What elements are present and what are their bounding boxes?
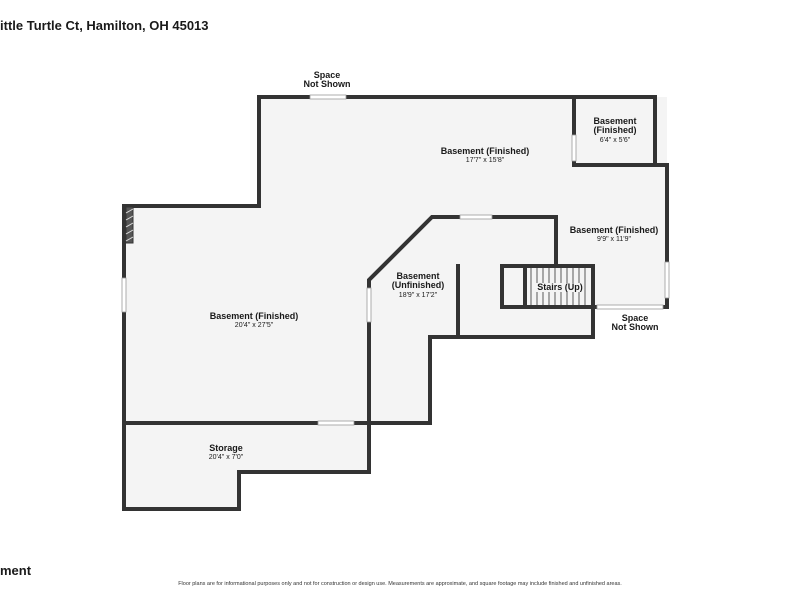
label-space-right: Space Not Shown [611, 313, 659, 333]
label-storage: Storage 20'4" x 7'0" [208, 443, 244, 462]
wall-small-room [572, 95, 657, 167]
opening-small-room [571, 134, 577, 162]
outer-wall [122, 95, 669, 511]
label-basement-left: Basement (Finished) 20'4" x 27'5" [209, 311, 299, 330]
label-basement-top: Basement (Finished) 17'7" x 15'8" [440, 146, 530, 165]
opening-unfinished-top [459, 214, 493, 220]
label-basement-right: Basement (Finished) 9'9" x 11'9" [569, 225, 659, 244]
label-basement-small: Basement (Finished) 6'4" x 5'6" [593, 116, 637, 144]
opening-right-window [664, 261, 670, 299]
opening-storage [317, 420, 355, 426]
level-label: ment [0, 563, 32, 578]
opening-bottom-right [596, 304, 664, 310]
floor-main-area [124, 97, 667, 509]
opening-unfinished-left [366, 287, 372, 323]
address-header: ittle Turtle Ct, Hamilton, OH 45013 [0, 18, 209, 33]
opening-top [309, 94, 347, 100]
fireplace [125, 206, 134, 244]
label-space-top: Space Not Shown [303, 70, 351, 90]
disclaimer: Floor plans are for informational purpos… [178, 581, 622, 587]
label-stairs: Stairs (Up) [536, 282, 584, 293]
wall-unfinished-room [367, 215, 558, 425]
label-basement-unfinished: Basement (Unfinished) 18'9" x 17'2" [391, 271, 445, 299]
opening-left-window [121, 277, 127, 313]
